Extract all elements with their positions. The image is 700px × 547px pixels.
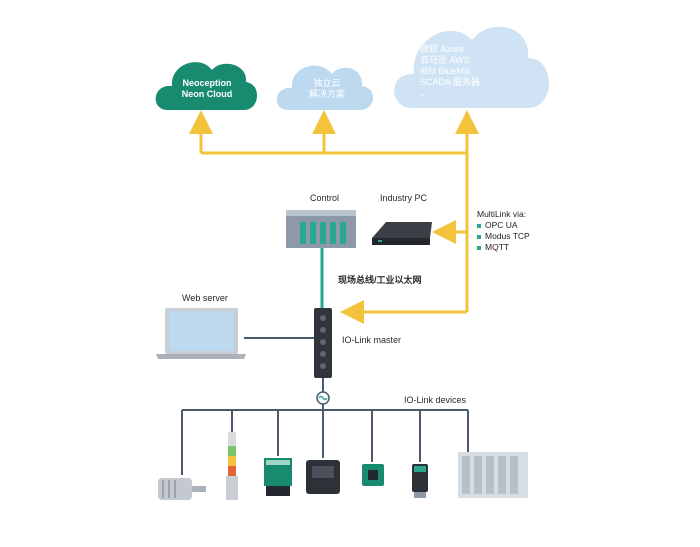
private-cloud-label: 独立云 解决方案 [292,78,362,100]
photoelectric-sensor-icon [362,464,384,486]
pressure-sensor-icon [412,464,428,498]
iolink-devices-label: IO-Link devices [404,395,467,405]
rfid-reader-icon [306,460,340,494]
multilink-item-label: OPC UA [485,220,518,230]
bullet-icon [477,223,481,228]
private-cloud [276,65,374,110]
industry-pc-label: Industry PC [380,193,428,203]
multilink-list: MultiLink via: OPC UA Modus TCP MQTT [477,209,530,253]
fieldbus-label: 现场总线/工业以太网 [338,275,422,285]
public-line1: 微软 Azure [420,44,465,54]
multilink-title: MultiLink via: [477,209,527,219]
device-bus [181,409,469,475]
private-line1: 独立云 [313,78,341,88]
laptop-icon [156,308,246,359]
private-line2: 解决方案 [308,89,345,99]
web-server-label: Web server [182,293,228,303]
multilink-item-label: Modus TCP [485,231,530,241]
iolink-master-icon [314,308,332,378]
neoception-cloud [155,62,258,110]
neoception-line2: Neon Cloud [181,89,233,99]
public-line3: IBM BlueMix [420,66,471,76]
multilink-item: MQTT [477,242,530,253]
control-plc-icon [286,210,356,248]
public-cloud-label: 微软 Azure 亚马逊 AWS IBM BlueMix SCADA 服务器 .… [420,44,500,99]
public-line4: SCADA 服务器 [420,77,481,87]
iolink-logo-icon [316,391,330,405]
motor-icon [158,478,206,500]
cloud-connection-arrows [189,110,479,324]
iolink-master-label: IO-Link master [342,335,402,345]
multilink-item: OPC UA [477,220,530,231]
public-line2: 亚马逊 AWS [420,55,470,65]
neoception-cloud-label: Neoception Neon Cloud [172,78,242,100]
bullet-icon [477,245,481,250]
multilink-item-label: MQTT [485,242,510,252]
public-cloud [394,26,549,108]
valve-terminal-icon [458,452,528,498]
signal-tower-icon [226,432,238,500]
inductive-sensor-icon [264,458,292,496]
control-label: Control [310,193,340,203]
multilink-item: Modus TCP [477,231,530,242]
neoception-line1: Neoception [182,78,232,88]
industry-pc-icon [372,222,432,245]
public-line5: ... [420,88,428,98]
bullet-icon [477,234,481,239]
